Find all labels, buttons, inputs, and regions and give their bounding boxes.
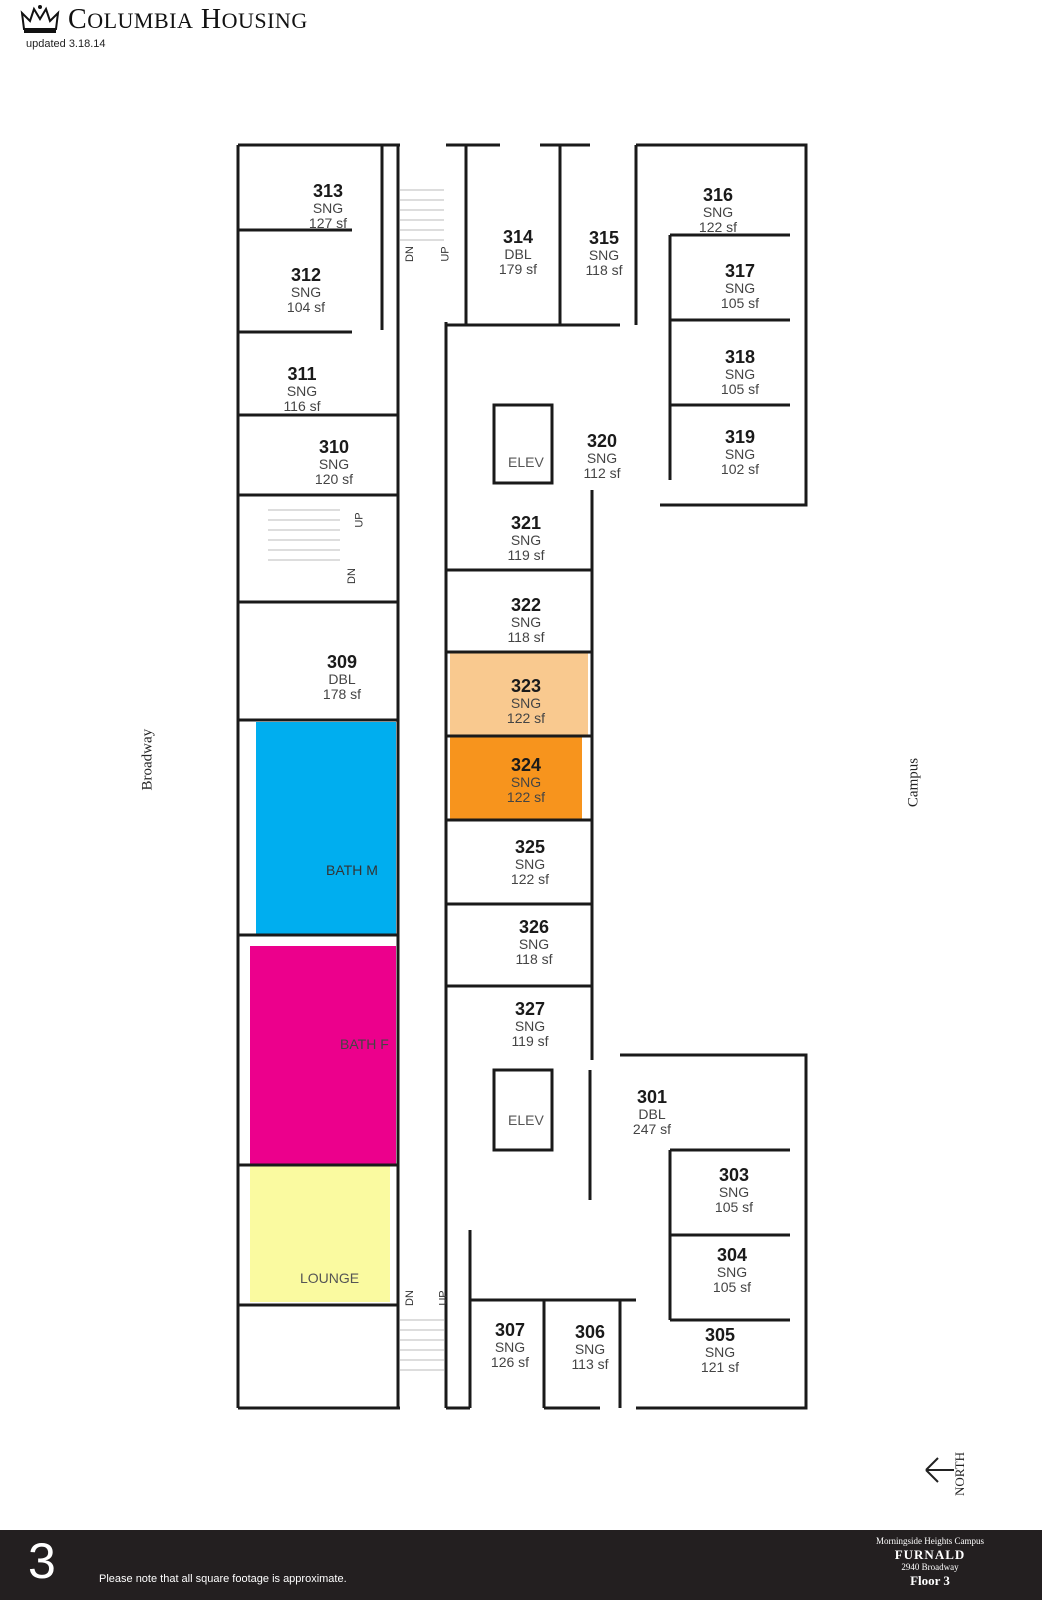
bath-m-fill (256, 722, 396, 934)
north-arrow-icon (925, 1457, 954, 1483)
stair-up-bottom: UP (437, 1290, 450, 1306)
lounge-label: LOUNGE (300, 1270, 360, 1286)
elevator-top-label: ELEV (508, 454, 544, 470)
building-name: FURNALD (894, 1546, 966, 1562)
stair-up-mid: UP (353, 512, 366, 528)
street-broadway: Broadway (139, 728, 156, 791)
elevator-bottom-label: ELEV (508, 1112, 544, 1128)
floor-plan (236, 143, 808, 1410)
stair-dn-bottom: DN (403, 1290, 416, 1306)
footage-note: Please note that all square footage is a… (99, 1573, 347, 1585)
bath-f-label: BATH F (340, 1036, 389, 1052)
north-label: NORTH (952, 1452, 967, 1496)
stair-dn-mid: DN (345, 568, 358, 584)
building-info: Morningside Heights Campus FURNALD 2940 … (860, 1536, 1000, 1589)
bath-f-fill (250, 946, 396, 1164)
bath-m-label: BATH M (326, 862, 378, 878)
floor-number: 3 (28, 1533, 56, 1589)
stair-dn-top: DN (403, 246, 416, 262)
room-323-fill (450, 653, 588, 735)
room-324-fill (450, 737, 582, 819)
footer-bar (0, 1530, 1042, 1600)
lounge-fill (250, 1166, 390, 1302)
campus-name: Morningside Heights Campus (876, 1536, 984, 1546)
floor-label: Floor 3 (910, 1573, 950, 1589)
brand-title: COLUMBIA HOUSING (68, 4, 308, 35)
stair-up-top: UP (439, 246, 452, 262)
updated-date: updated 3.18.14 (26, 38, 106, 50)
crown-logo-icon (20, 5, 60, 33)
building-address: 2940 Broadway (901, 1562, 959, 1573)
street-campus: Campus (905, 757, 922, 808)
